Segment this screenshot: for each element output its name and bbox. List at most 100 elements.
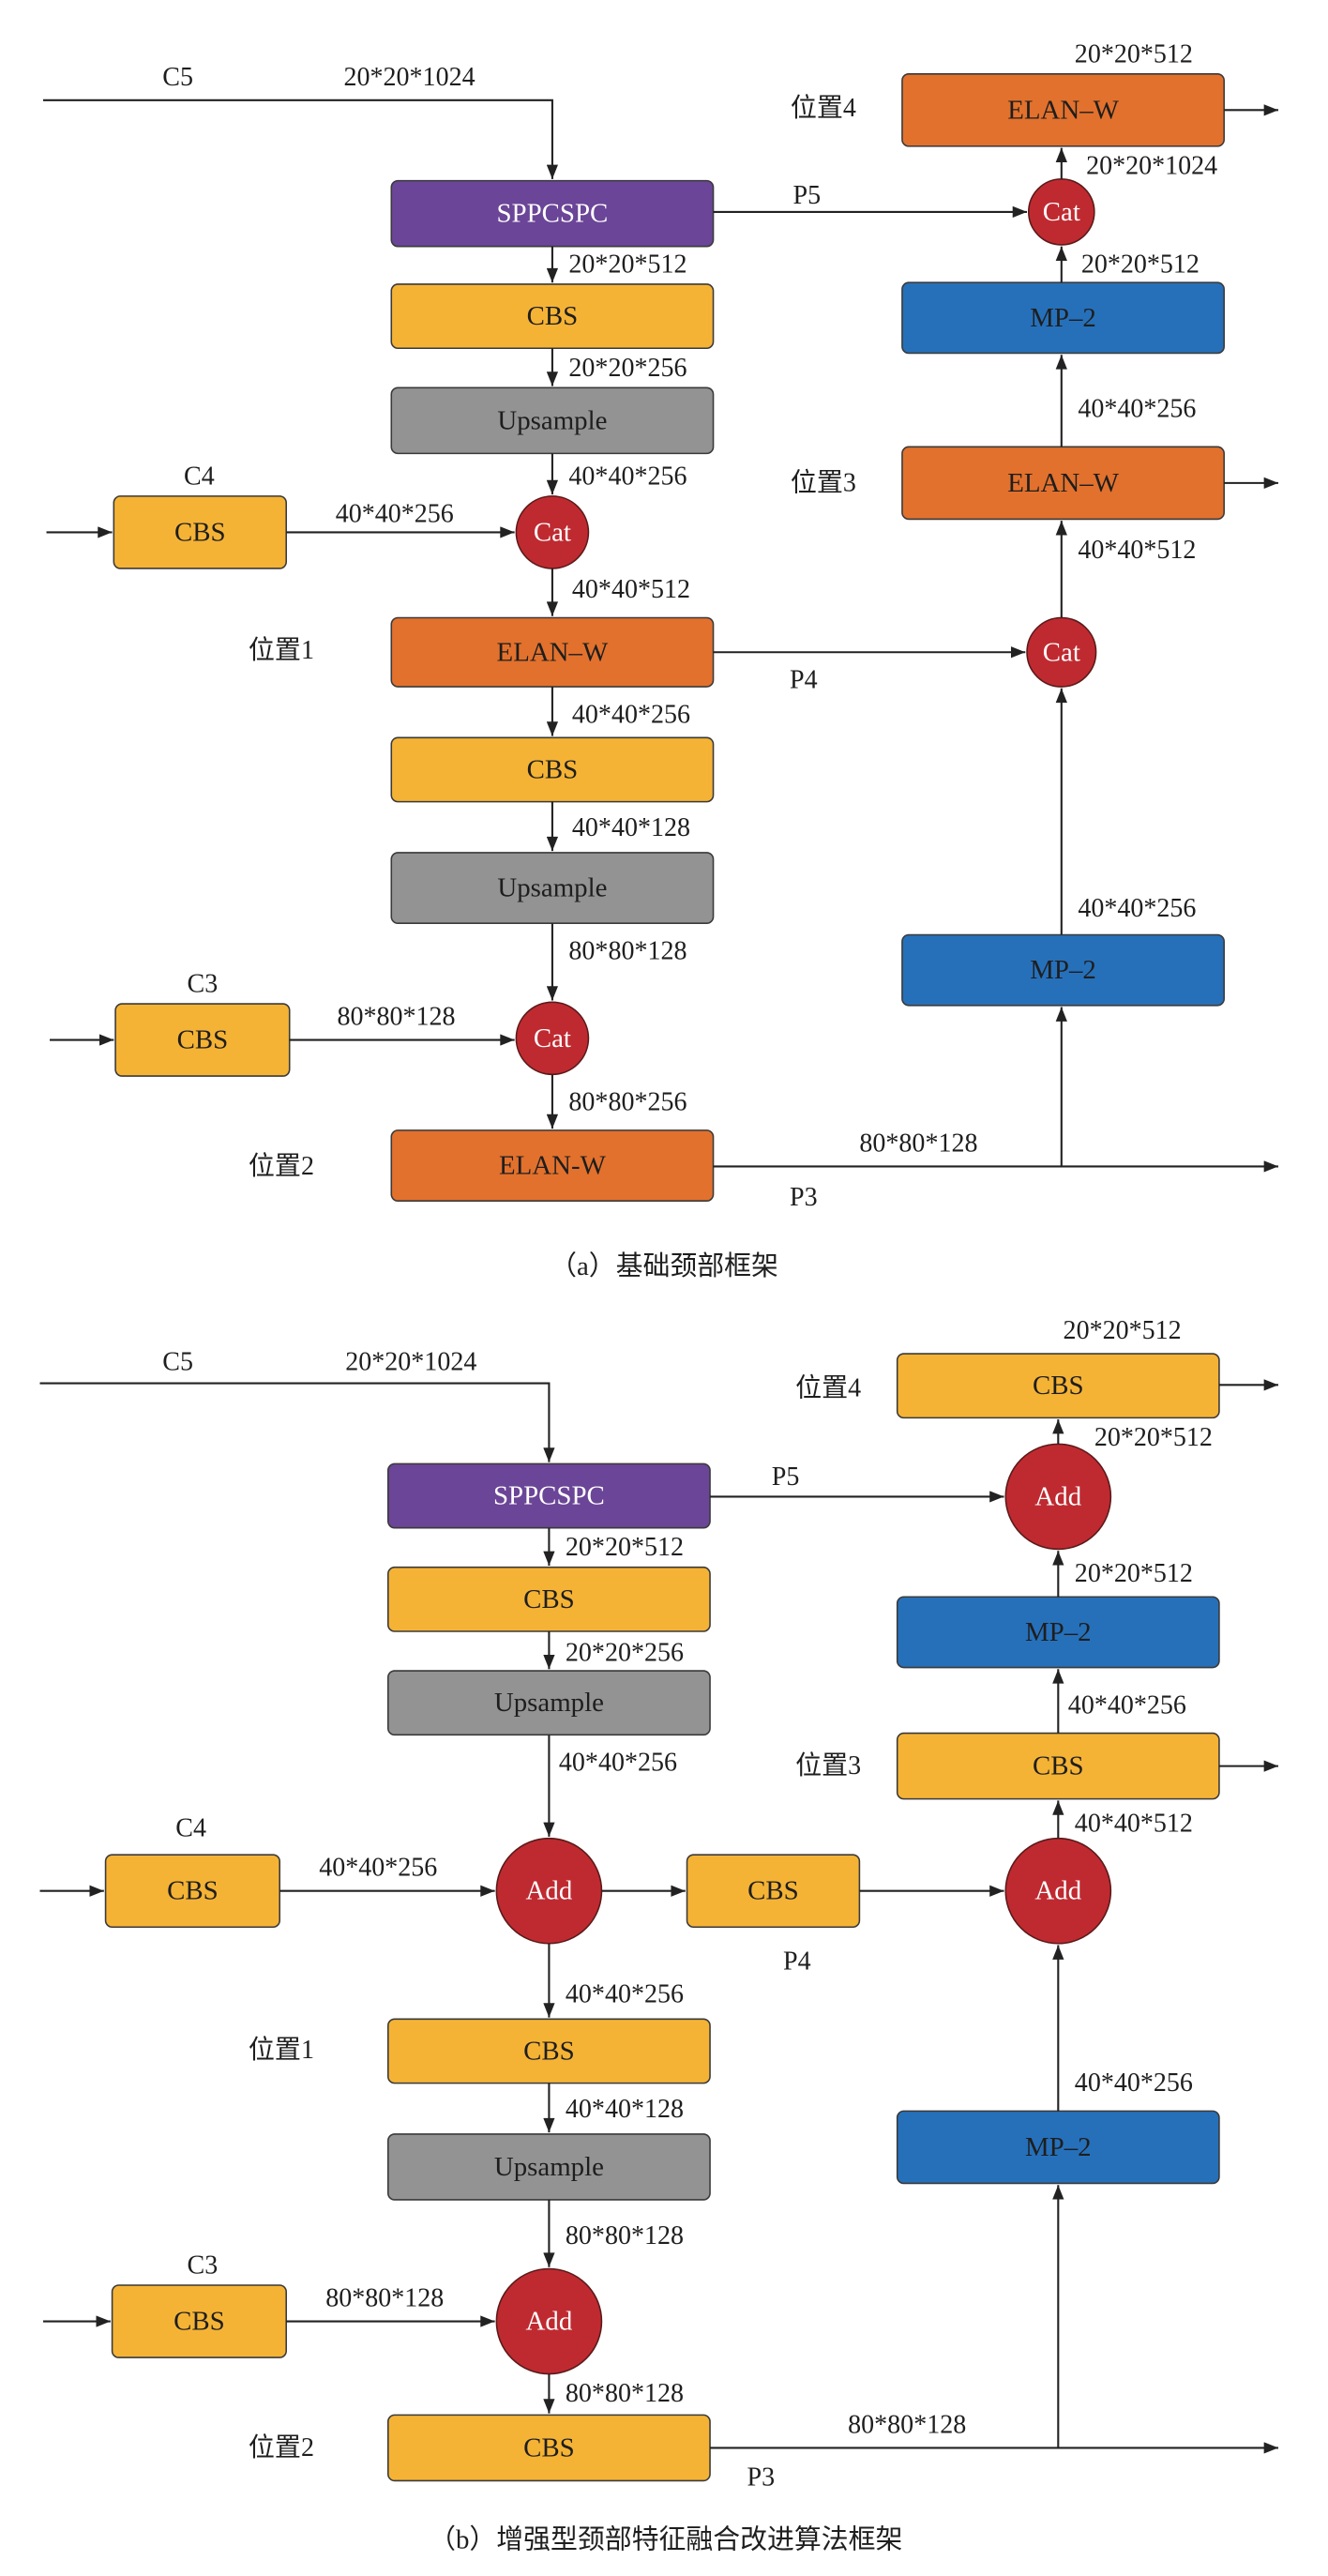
edge-label: 20*20*1024	[1086, 151, 1217, 180]
edge-label: 40*40*256	[1078, 894, 1196, 923]
edge-label: 40*40*256	[1078, 395, 1196, 424]
edge-label: 80*80*128	[566, 2221, 684, 2250]
elan-w-label: ELAN–W	[1007, 95, 1119, 125]
input-c5-label: C5	[162, 63, 193, 92]
edge-label: 40*40*256	[566, 1980, 684, 2009]
cat-label: Cat	[534, 1023, 571, 1053]
mp-2-node: MP–2	[896, 1596, 1220, 1669]
mp-2-node: MP–2	[896, 2110, 1220, 2185]
input-c4-label: C4	[184, 462, 215, 491]
arrow-c5-to-sppcspc	[43, 98, 559, 179]
cbs-label: CBS	[174, 517, 226, 547]
cbs-label: CBS	[167, 1876, 219, 1906]
cbs-label: CBS	[1033, 1751, 1084, 1781]
cbs-label: CBS	[523, 2036, 575, 2066]
upsample-node: Upsample	[386, 1670, 711, 1736]
position-4-label: 位置4	[795, 1372, 861, 1402]
edge-label: 20*20*512	[1081, 250, 1200, 279]
cat-c4-node: Cat	[515, 495, 590, 569]
position-4-label: 位置4	[791, 93, 856, 123]
edge-label: 40*40*256	[336, 500, 454, 529]
upsample-node: Upsample	[390, 852, 715, 925]
cbs-pos4-node: CBS	[896, 1353, 1220, 1419]
output-p5-label: P5	[772, 1462, 800, 1492]
sppcspc-label: SPPCSPC	[496, 199, 608, 229]
cbs-pos1-node: CBS	[386, 2018, 711, 2084]
edge-label: 80*80*256	[568, 1088, 687, 1117]
edge-label: 40*40*256	[1068, 1690, 1186, 1720]
position-2-label: 位置2	[249, 2432, 314, 2462]
edge-label: 20*20*512	[1075, 1559, 1193, 1588]
cbs-label: CBS	[174, 2307, 225, 2337]
mp-2-label: MP–2	[1030, 955, 1096, 985]
output-p5-label: P5	[793, 181, 822, 210]
edge-label-c5: 20*20*1024	[345, 1347, 476, 1376]
edge-label: 40*40*512	[1078, 536, 1196, 565]
cbs-pos3-node: CBS	[896, 1732, 1220, 1800]
cat-c3-node: Cat	[515, 1001, 590, 1076]
output-p3-label: P3	[790, 1183, 818, 1212]
cbs-label: CBS	[523, 1584, 575, 1614]
cbs-c4-node: CBS	[104, 1854, 280, 1929]
edge-label: 40*40*256	[1075, 2068, 1193, 2098]
output-p4-label: P4	[790, 666, 818, 695]
cbs-label: CBS	[523, 2432, 575, 2462]
cbs-label: CBS	[527, 754, 579, 784]
add-c3-node: Add	[495, 2267, 603, 2375]
input-c4-label: C4	[175, 1814, 206, 1843]
upsample-label: Upsample	[497, 873, 607, 903]
cbs-label: CBS	[177, 1025, 229, 1055]
edge-label: 40*40*256	[568, 462, 687, 491]
sppcspc-label: SPPCSPC	[493, 1481, 605, 1511]
panel-b-enhanced-neck: C5 20*20*1024 SPPCSPC P5 20*20*512 CBS 2…	[39, 1316, 1278, 2554]
edge-label: 40*40*128	[566, 2095, 684, 2124]
position-1-label: 位置1	[249, 635, 314, 665]
edge-label-c5: 20*20*1024	[344, 63, 475, 92]
mp-2-label: MP–2	[1030, 303, 1096, 333]
elan-w-label: ELAN-W	[499, 1151, 607, 1181]
add-p4-node: Add	[1004, 1837, 1112, 1945]
position-1-label: 位置1	[249, 2035, 314, 2065]
edge-label: 40*40*512	[1075, 1809, 1193, 1838]
edge-label: 20*20*512	[566, 1533, 684, 1562]
cat-label: Cat	[534, 517, 571, 547]
cbs-c4-node: CBS	[113, 495, 287, 569]
elan-w-pos4-node: ELAN–W	[901, 73, 1225, 147]
cbs-label: CBS	[747, 1876, 799, 1906]
edge-label: 20*20*512	[568, 250, 687, 279]
mp-2-box	[901, 281, 1225, 355]
elan-w-label: ELAN–W	[1007, 468, 1119, 498]
arrow-c5-to-sppcspc	[39, 1382, 555, 1462]
elan-w-pos1-node: ELAN–W	[390, 616, 715, 688]
edge-label: 80*80*128	[848, 2410, 966, 2439]
edge-label: 40*40*512	[572, 575, 690, 604]
sppcspc-node: SPPCSPC	[390, 179, 715, 248]
cat-circle	[1027, 178, 1095, 246]
elan-w-pos3-node: ELAN–W	[901, 446, 1225, 521]
add-p5-node: Add	[1004, 1443, 1112, 1551]
position-3-label: 位置3	[791, 467, 856, 497]
cbs-p4-node: CBS	[686, 1854, 861, 1929]
cbs-pos2-node: CBS	[386, 2414, 711, 2482]
cat-p4-node: Cat	[1026, 616, 1097, 688]
panel-a-caption: （a）基础颈部框架	[550, 1251, 778, 1281]
input-c3-label: C3	[188, 2251, 219, 2281]
elan-w-label: ELAN–W	[497, 637, 609, 667]
upsample-node: Upsample	[386, 2133, 711, 2201]
edge-label: 40*40*256	[559, 1749, 677, 1778]
edge-label: 20*20*512	[1094, 1423, 1213, 1452]
cbs-node: CBS	[390, 736, 715, 803]
cbs-c3-node: CBS	[114, 1003, 291, 1077]
edge-label: 40*40*256	[319, 1854, 437, 1883]
input-c5-label: C5	[162, 1347, 193, 1376]
edge-label: 80*80*128	[325, 2284, 444, 2313]
mp-2-label: MP–2	[1025, 1617, 1092, 1647]
cbs-label: CBS	[1033, 1371, 1084, 1401]
edge-label: 80*80*128	[859, 1129, 977, 1158]
output-p3-label: P3	[747, 2462, 776, 2492]
cat-label: Cat	[1043, 197, 1080, 227]
add-label: Add	[1034, 1876, 1081, 1906]
cbs-node: CBS	[390, 283, 715, 350]
edge-label: 20*20*256	[568, 354, 687, 383]
